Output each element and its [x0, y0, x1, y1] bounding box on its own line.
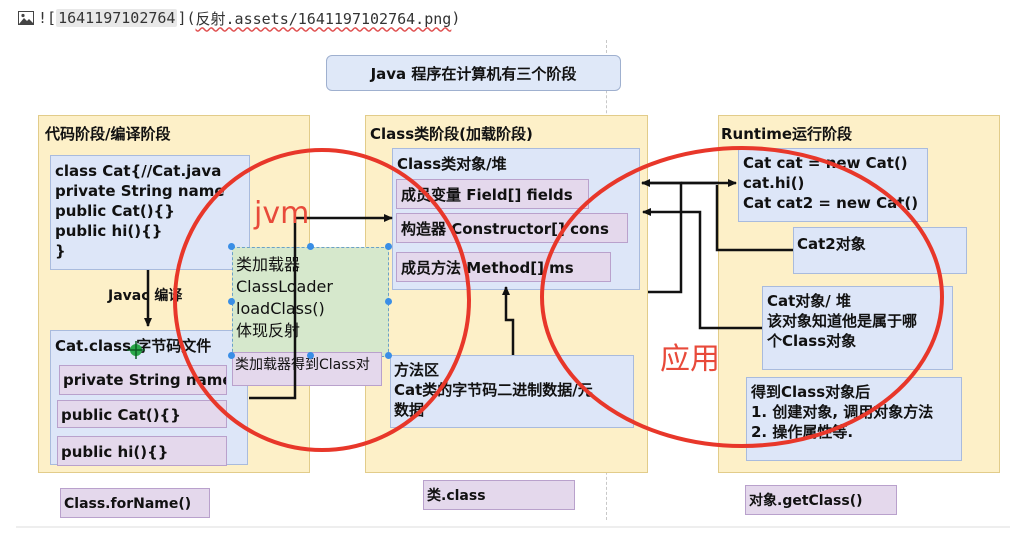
selection-handle[interactable]: [385, 352, 392, 359]
app-highlight-circle: [540, 146, 944, 448]
selection-handle[interactable]: [228, 298, 235, 305]
markdown-middle: ](: [177, 9, 196, 27]
method-area-box: 方法区 Cat类的字节码二进制数据/元 数据: [390, 355, 634, 428]
classloader-line: 体现反射: [236, 321, 301, 340]
stage-compile-title: 代码阶段/编译阶段: [45, 125, 171, 143]
method-area-up-arrow: [502, 286, 515, 355]
image-icon: [18, 11, 34, 25]
class-object-heap-title: Class类对象/堆: [397, 155, 507, 173]
cat2-connector: [715, 185, 793, 252]
selection-handle[interactable]: [385, 298, 392, 305]
after-getting-class-line: 2. 操作属性等.: [751, 423, 854, 441]
markdown-alt-text[interactable]: 1641197102764: [56, 9, 178, 27]
classloader-line: loadClass(): [236, 299, 325, 318]
after-getting-class-line: 得到Class对象后: [751, 383, 871, 401]
cat-object-line: 该对象知道他是属于哪: [767, 312, 918, 330]
runtime-code-line: Cat cat2 = new Cat(): [743, 194, 919, 212]
source-line: class Cat{//Cat.java: [55, 162, 222, 180]
class-forname-label: Class.forName(): [60, 488, 210, 518]
markdown-image-line: ![ 1641197102764 ]( 反射.assets/1641197102…: [18, 6, 460, 30]
selection-handle[interactable]: [228, 243, 235, 250]
selection-handle[interactable]: [385, 243, 392, 250]
javac-label: Javac 编译: [108, 288, 183, 304]
runtime-code-line: cat.hi(): [743, 174, 805, 192]
stage-runtime-title: Runtime运行阶段: [721, 125, 853, 143]
jvm-label: jvm: [254, 196, 310, 231]
catobj-connector: [642, 208, 762, 330]
class-literal-label: 类.class: [423, 480, 575, 510]
selection-handle[interactable]: [307, 243, 314, 250]
method-area-line: 方法区: [394, 361, 440, 379]
source-code-box: class Cat{//Cat.java private String name…: [50, 155, 250, 270]
source-line: private String name: [55, 182, 225, 200]
app-label: 应用: [660, 342, 720, 377]
stage-load-title: Class类阶段(加载阶段): [370, 125, 533, 143]
classloader-box[interactable]: 类加载器 ClassLoader loadClass() 体现反射: [232, 247, 389, 357]
jvm-highlight-circle: [173, 148, 471, 452]
cat-object-line: Cat对象/ 堆: [767, 292, 852, 310]
bytecode-member: public Cat(){}: [57, 400, 227, 428]
classloader-line: 类加载器: [236, 255, 301, 274]
source-line: public hi(){}: [55, 222, 163, 240]
cat-object-box: Cat对象/ 堆 该对象知道他是属于哪 个Class对象: [762, 286, 953, 370]
selection-handle[interactable]: [307, 352, 314, 359]
cursor-icon: [127, 341, 145, 359]
after-getting-class-line: 1. 创建对象, 调用对象方法: [751, 403, 934, 421]
source-line: public Cat(){}: [55, 202, 175, 220]
markdown-suffix: ): [451, 9, 461, 27]
bytecode-member: public hi(){}: [57, 436, 227, 466]
markdown-prefix: ![: [38, 9, 57, 27]
method-member: 成员方法 Method[] ms: [396, 252, 611, 282]
loader-to-class-arrow: [249, 214, 393, 400]
get-class-label: 对象.getClass(): [745, 485, 897, 515]
classloader-line: ClassLoader: [236, 277, 333, 296]
selection-handle[interactable]: [228, 352, 235, 359]
classloader-caption: 类加载器得到Class对: [232, 352, 382, 386]
diagram-title: Java 程序在计算机有三个阶段: [326, 55, 621, 91]
markdown-image-path[interactable]: 反射.assets/1641197102764.png: [195, 9, 452, 28]
cat-object-line: 个Class对象: [767, 332, 857, 350]
object-to-class-arrow: [641, 179, 683, 294]
source-line: }: [55, 242, 66, 260]
